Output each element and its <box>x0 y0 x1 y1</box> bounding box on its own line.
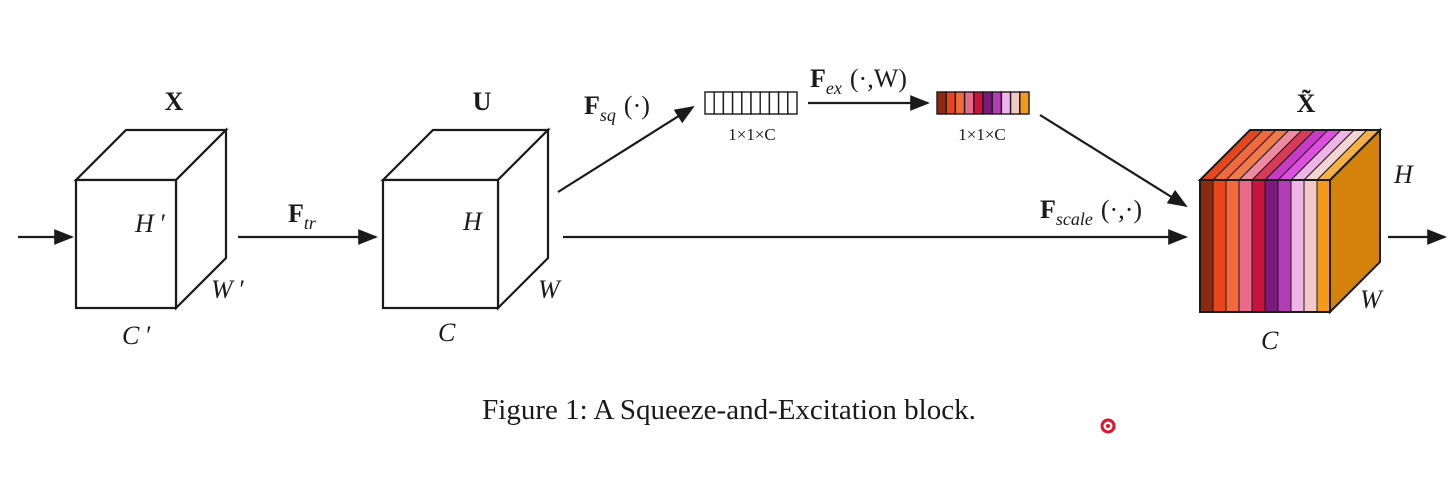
output-front-stripe <box>1251 179 1266 313</box>
output-front-stripe <box>1316 179 1331 313</box>
squeeze-cell <box>704 91 715 115</box>
excite-vector-label: 1×1×C <box>958 125 1006 144</box>
block-x-tilde-channel-label: C <box>1261 326 1279 355</box>
op-sq-label: Fsq(·) <box>584 91 650 125</box>
block-u-channel-label: C <box>438 318 456 347</box>
figure-caption: Figure 1: A Squeeze-and-Excitation block… <box>482 394 976 426</box>
block-x-height-label: H ′ <box>134 209 165 238</box>
squeeze-cell <box>759 91 771 115</box>
squeeze-vector <box>704 91 798 115</box>
excite-cell <box>982 91 993 115</box>
block-x-tilde-height-label: H <box>1393 160 1414 189</box>
squeeze-cell <box>787 91 798 115</box>
output-front-stripe <box>1303 179 1318 313</box>
block-x-channel-label: C ′ <box>122 321 151 350</box>
squeeze-cell <box>731 91 743 115</box>
squeeze-cell <box>777 91 789 115</box>
op-scale-label: Fscale(·,·) <box>1040 195 1142 229</box>
excite-cell <box>945 91 957 115</box>
output-front-stripe <box>1212 179 1227 313</box>
output-front-stripe <box>1199 179 1214 313</box>
excite-cell <box>1009 91 1021 115</box>
op-tr-label: Ftr <box>288 199 317 233</box>
excite-cell <box>936 91 947 115</box>
block-x: X H ′ W ′ C ′ <box>73 87 244 350</box>
excite-cell <box>963 91 975 115</box>
cursor-marker <box>1100 418 1116 434</box>
squeeze-cell <box>750 91 761 115</box>
output-front-stripe <box>1225 179 1240 313</box>
excite-cell <box>954 91 966 115</box>
block-x-label: X <box>165 87 184 116</box>
excite-vector <box>936 91 1030 115</box>
squeeze-cell <box>741 91 752 115</box>
block-u: U H W C <box>380 87 562 347</box>
squeeze-cell <box>768 91 780 115</box>
output-front-stripe <box>1290 179 1305 313</box>
sq-arrow <box>557 105 695 193</box>
excite-to-scale-arrow <box>1039 114 1188 208</box>
squeeze-cell <box>713 91 725 115</box>
output-top-outline <box>1197 129 1383 181</box>
squeeze-cell <box>722 91 734 115</box>
cursor-ring <box>1100 418 1116 434</box>
excite-cell <box>973 91 984 115</box>
cursor-dot <box>1106 424 1110 428</box>
block-x-tilde <box>1197 127 1383 315</box>
excite-cell <box>1000 91 1012 115</box>
output-front-stripe <box>1238 179 1253 313</box>
block-u-label: U <box>473 87 492 116</box>
block-x-tilde-label: X̃ <box>1297 89 1316 118</box>
output-front-stripe <box>1264 179 1279 313</box>
squeeze-vector-label: 1×1×C <box>728 125 776 144</box>
block-u-width-label: W <box>538 275 562 304</box>
output-front-stripe <box>1277 179 1292 313</box>
excite-cell <box>1019 91 1030 115</box>
block-x-width-label: W ′ <box>211 275 244 304</box>
block-x-tilde-width-label: W <box>1360 285 1384 314</box>
block-u-height-label: H <box>462 207 483 236</box>
op-ex-label: Fex(·,W) <box>810 64 907 98</box>
excite-cell <box>991 91 1003 115</box>
